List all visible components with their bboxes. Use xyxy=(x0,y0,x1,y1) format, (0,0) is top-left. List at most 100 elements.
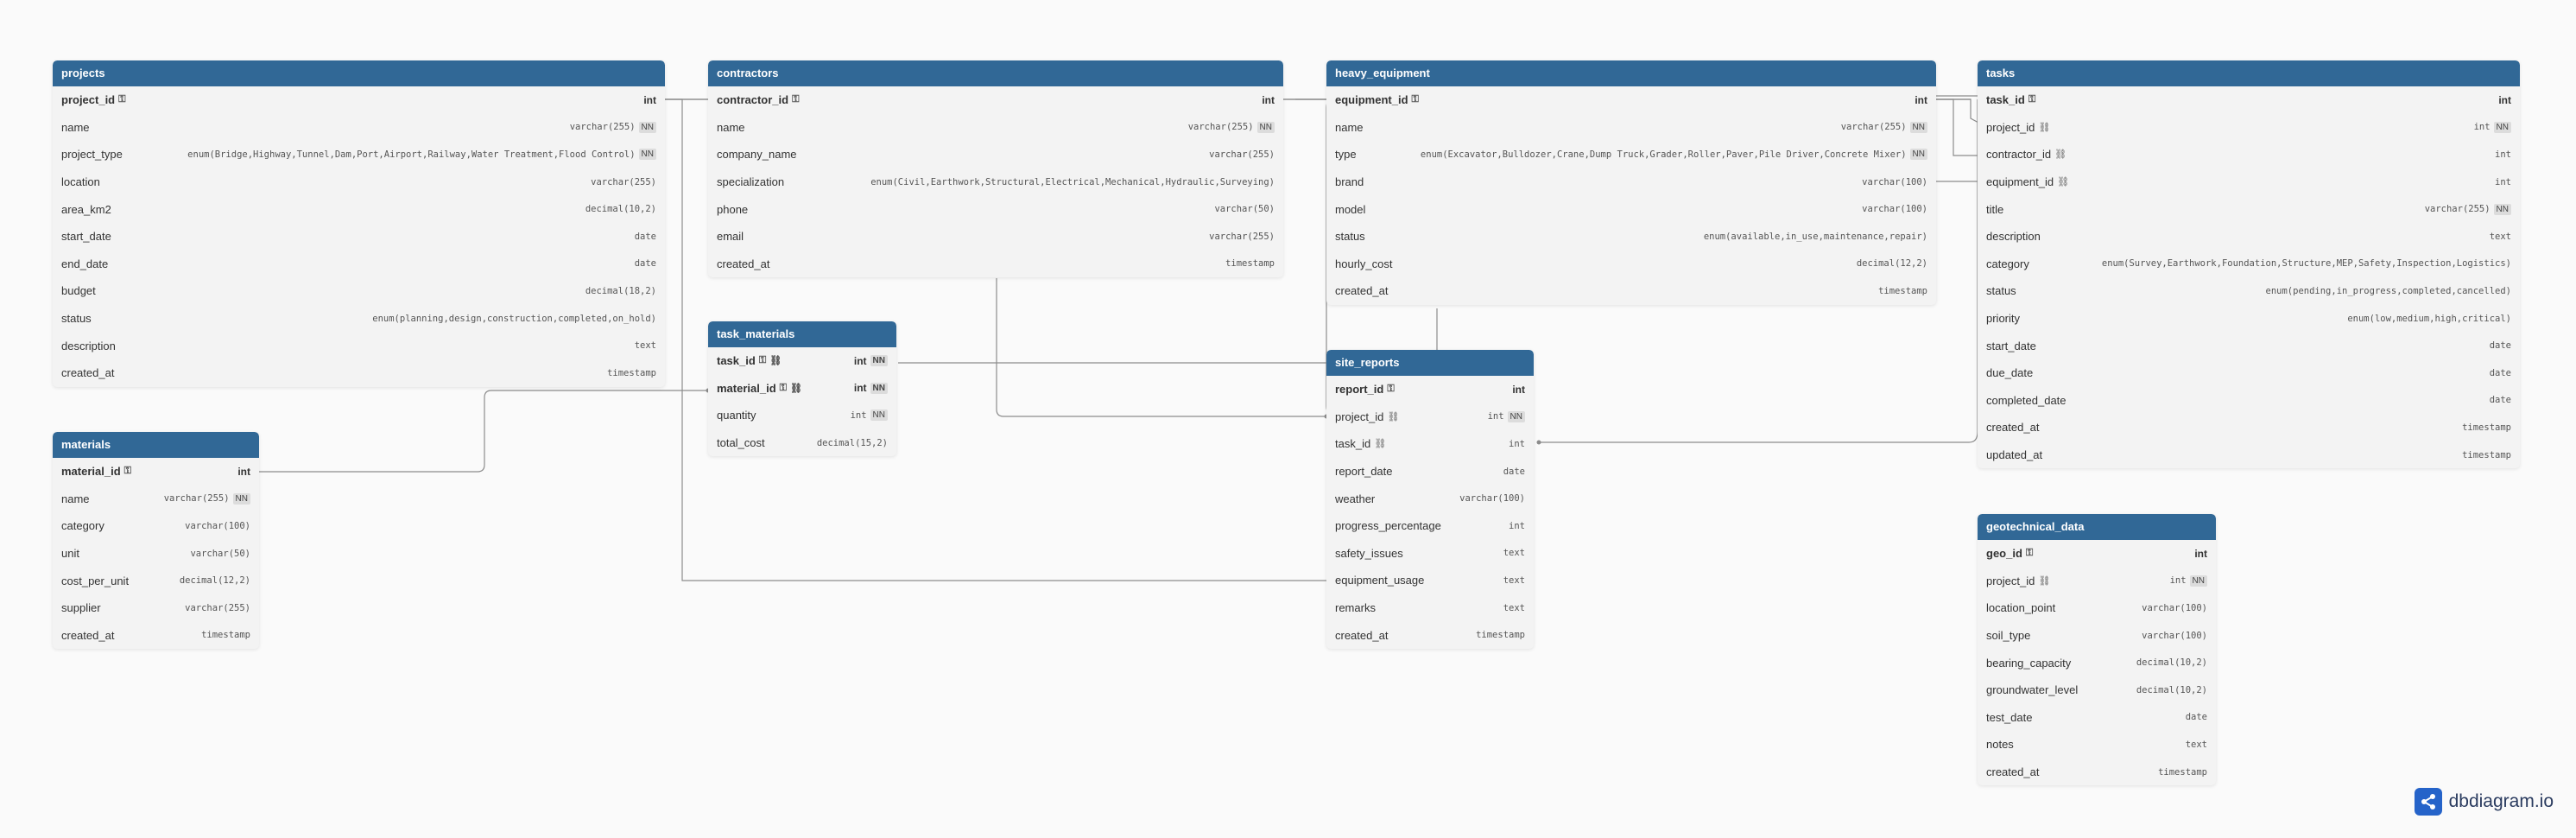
table-header[interactable]: tasks xyxy=(1978,60,2520,86)
field-name: model xyxy=(1335,203,1365,216)
table-header[interactable]: materials xyxy=(53,432,259,458)
field-name: status xyxy=(1986,284,2016,297)
field-row[interactable]: project_id⚿int xyxy=(53,86,665,114)
field-row[interactable]: equipment_id⚿int xyxy=(1326,86,1936,114)
field-type: timestamp xyxy=(2462,422,2511,433)
field-row[interactable]: contractor_id⛓int xyxy=(1978,141,2520,168)
field-row[interactable]: created_at timestamp xyxy=(1978,414,2520,441)
field-row[interactable]: task_id⚿int xyxy=(1978,86,2520,114)
not-null-badge: NN xyxy=(2493,121,2511,133)
table-header[interactable]: site_reports xyxy=(1326,350,1534,376)
table-header[interactable]: geotechnical_data xyxy=(1978,514,2216,540)
field-row[interactable]: report_id⚿int xyxy=(1326,376,1534,403)
relationship-line[interactable] xyxy=(996,278,1326,417)
table-header[interactable]: projects xyxy=(53,60,665,86)
field-row[interactable]: equipment_id⛓int xyxy=(1978,168,2520,196)
field-row[interactable]: geo_id⚿int xyxy=(1978,540,2216,568)
field-row[interactable]: model varchar(100) xyxy=(1326,195,1936,223)
field-name: budget xyxy=(61,284,96,297)
field-type-text: enum(low,medium,high,critical) xyxy=(2347,313,2511,324)
field-row[interactable]: contractor_id⚿int xyxy=(708,86,1283,114)
field-row[interactable]: material_id⚿int xyxy=(53,458,259,486)
table-header[interactable]: contractors xyxy=(708,60,1283,86)
table-header[interactable]: heavy_equipment xyxy=(1326,60,1936,86)
field-name-text: safety_issues xyxy=(1335,546,1403,560)
field-type: varchar(100) xyxy=(1862,204,1927,214)
relationship-line[interactable] xyxy=(259,390,708,473)
field-name: project_type xyxy=(61,148,123,161)
dbdiagram-logo[interactable]: dbdiagram.io xyxy=(2414,788,2554,816)
field-row[interactable]: task_id⛓int xyxy=(1326,430,1534,458)
field-name: created_at xyxy=(1986,421,2039,434)
table-header[interactable]: task_materials xyxy=(708,321,896,347)
